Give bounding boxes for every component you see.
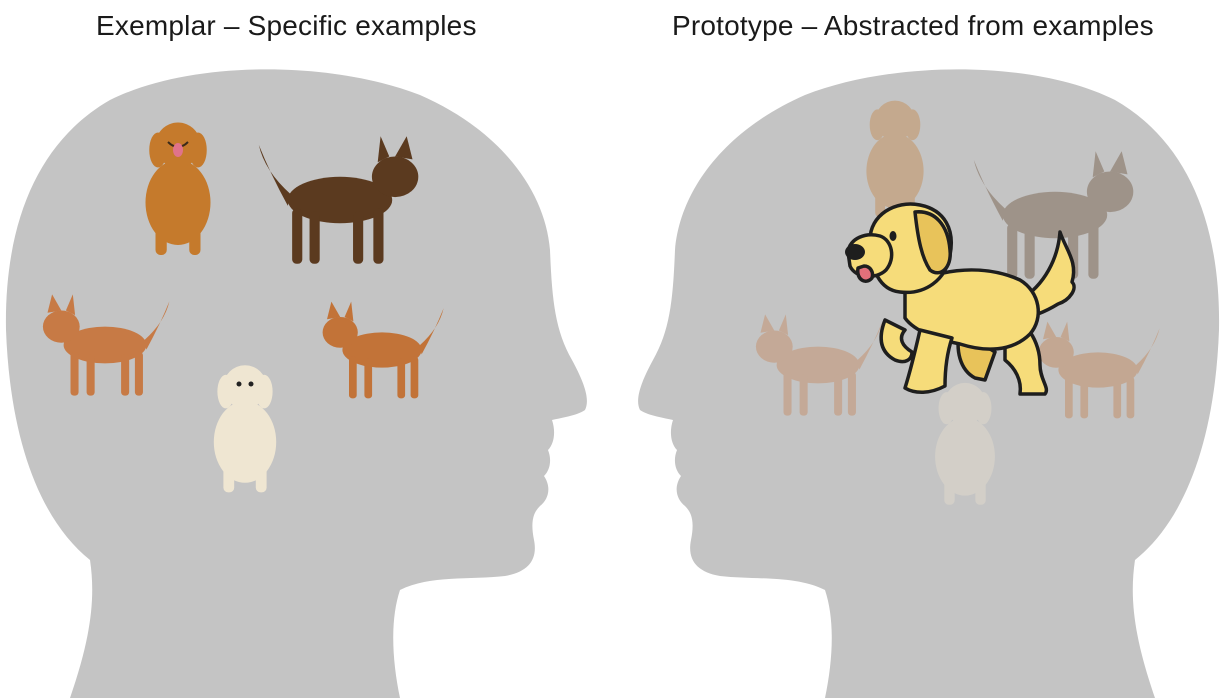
diagram-canvas: [0, 0, 1225, 698]
